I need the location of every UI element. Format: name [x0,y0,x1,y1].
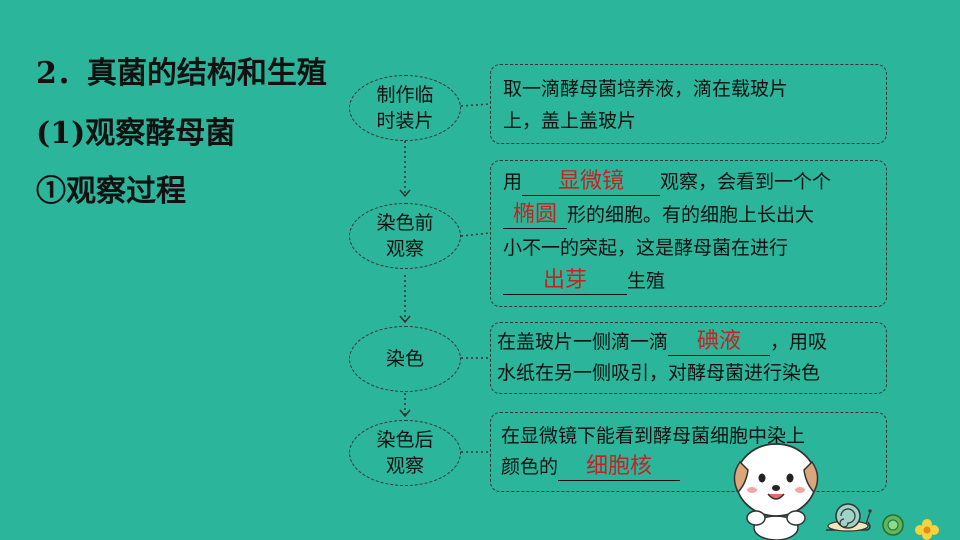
section-heading: 2．真菌的结构和生殖 [36,56,327,91]
step-observe-after-stain: 染色后观察 [349,420,461,486]
answer-blank: 显微镜 [522,169,661,196]
yellow-flower-icon [915,519,939,540]
arrow-head-2 [399,315,411,324]
panel-observe-before-stain: 用显微镜观察，会看到一个个 椭圆形的细胞。有的细胞上长出大 小不一的突起，这是酵… [490,160,887,307]
panel-make-slide: 取一滴酵母菌培养液，滴在载玻片 上，盖上盖玻片 [490,64,887,144]
arrow-head-1 [399,189,411,198]
link-step1-panel [460,103,491,107]
link-step2-panel [460,232,491,237]
step-make-slide: 制作临时装片 [349,75,461,141]
puppy-mascot-icon [733,443,819,540]
arrow-head-3 [399,409,411,418]
answer-blank: 碘液 [668,329,771,356]
answer-blank: 细胞核 [558,454,681,481]
answer-blank: 椭圆 [503,202,567,229]
step-stain: 染色 [349,326,461,392]
step-observe-before-stain: 染色前观察 [349,203,461,269]
panel-text: 取一滴酵母菌培养液，滴在载玻片 [503,78,789,100]
snail-icon [826,503,872,532]
green-shell-icon [882,514,904,536]
process-heading: ①观察过程 [36,174,186,209]
panel-text: 上，盖上盖玻片 [503,110,637,132]
answer-blank: 出芽 [503,268,627,295]
panel-stain: 在盖玻片一侧滴一滴碘液，用吸 水纸在另一侧吸引，对酵母菌进行染色 [490,322,887,394]
panel-observe-after-stain: 在显微镜下能看到酵母菌细胞中染上 颜色的细胞核 [490,412,887,492]
subsection-heading: (1)观察酵母菌 [36,116,236,151]
